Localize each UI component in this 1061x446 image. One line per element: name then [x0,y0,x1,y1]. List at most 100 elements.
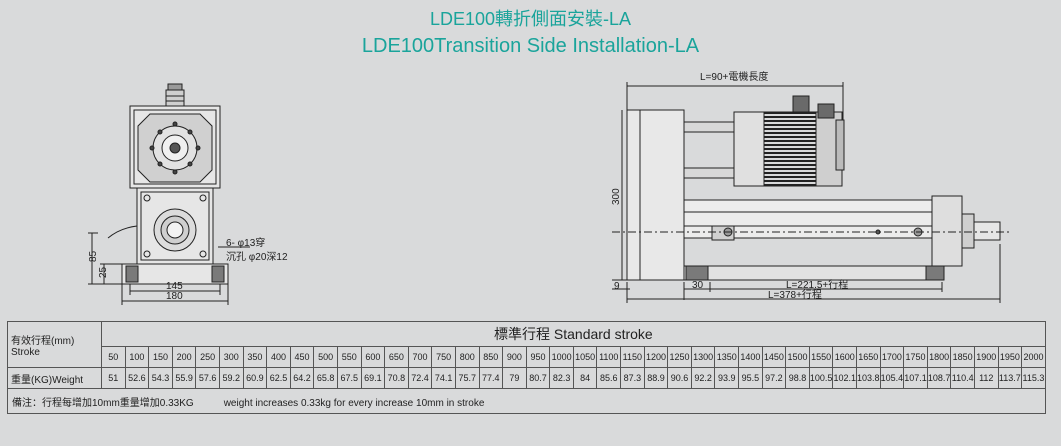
dim-85: 85 [88,250,99,262]
weight-cell: 77.4 [478,367,504,389]
stroke-cell: 800 [454,346,480,368]
weight-cell: 110.4 [950,367,975,389]
weight-cell: 52.6 [124,367,150,389]
weight-cell: 93.9 [714,367,740,389]
stroke-cell: 950 [525,346,551,368]
stroke-cell: 1000 [549,346,574,368]
stroke-cell: 1400 [738,346,763,368]
stroke-cell: 900 [502,346,527,368]
weight-cell: 70.8 [384,367,409,389]
table-header-row: 有效行程(mm) Stroke 標準行程 Standard stroke [7,321,1046,368]
note-cn: 備注：行程每增加10mm重量增加0.33KG [12,397,194,409]
stroke-cell: 750 [431,346,456,368]
weight-cell: 112 [973,367,999,389]
stroke-cell: 450 [289,346,315,368]
weight-cell: 67.5 [336,367,362,389]
dim-9: 9 [614,281,620,292]
dim-180: 180 [166,291,183,302]
stroke-cell: 650 [384,346,409,368]
stroke-cell: 700 [407,346,433,368]
weight-cell: 72.4 [407,367,433,389]
front-view [88,83,250,305]
weight-cell: 59.2 [218,367,244,389]
weight-cell: 60.9 [242,367,268,389]
dim-221: L=221.5+行程 [786,278,848,291]
stroke-cell: 850 [478,346,504,368]
weight-label: 重量(KG)Weight [7,367,102,389]
note-row: 備注：行程每增加10mm重量增加0.33KG weight increases 0… [7,388,1046,414]
weight-cell: 54.3 [148,367,173,389]
note-cell: 備注：行程每增加10mm重量增加0.33KG weight increases 0… [7,388,1046,414]
stroke-cell: 2000 [1021,346,1046,368]
stroke-cell: 1650 [856,346,881,368]
dim-30: 30 [692,280,704,291]
weight-cell: 105.4 [879,367,905,389]
stroke-cell: 150 [148,346,173,368]
title-chinese: LDE100轉折側面安裝-LA [429,9,632,29]
stroke-cell: 1250 [667,346,692,368]
stroke-cell: 1950 [997,346,1023,368]
stroke-cell: 50 [101,346,126,368]
weight-cell: 74.1 [431,367,456,389]
weight-cell: 108.7 [926,367,952,389]
weight-cell: 69.1 [360,367,386,389]
weight-cell: 97.2 [761,367,787,389]
stroke-cell: 1200 [643,346,669,368]
weight-cell: 103.8 [856,367,881,389]
weight-cell: 88.9 [643,367,669,389]
dim-25: 25 [98,266,109,278]
stroke-cell: 550 [336,346,362,368]
standard-stroke-header: 標準行程 Standard stroke [101,321,1046,347]
weight-cell: 100.5 [808,367,834,389]
weight-cell: 57.6 [195,367,220,389]
stroke-cell: 1450 [761,346,787,368]
stroke-cell: 1300 [690,346,716,368]
weight-cell: 92.2 [690,367,716,389]
weight-cell: 85.6 [596,367,622,389]
weight-cell: 90.6 [667,367,692,389]
stroke-cell: 1900 [973,346,999,368]
stroke-cell: 350 [242,346,268,368]
weight-cell: 113.7 [997,367,1023,389]
stroke-cell: 300 [218,346,244,368]
stroke-cell: 600 [360,346,386,368]
dim-300: 300 [611,188,622,205]
stroke-cell: 1850 [950,346,975,368]
dim-378: L=378+行程 [768,288,822,301]
weight-cell: 75.7 [454,367,480,389]
weight-cell: 79 [502,367,527,389]
weight-cell: 55.9 [171,367,197,389]
weight-cell: 102.1 [832,367,857,389]
stroke-cell: 1050 [572,346,598,368]
stroke-cell: 1500 [785,346,810,368]
weight-cell: 62.5 [266,367,291,389]
weight-cell: 64.2 [289,367,315,389]
weight-cell: 87.3 [620,367,645,389]
stroke-label-cell: 有效行程(mm) Stroke [7,321,102,368]
stroke-label-cn: 有效行程(mm) [11,335,75,347]
technical-drawing: 6- φ13穿 沉孔 φ20深12 85 25 145 180 [88,70,1010,305]
side-view [612,82,1010,303]
stroke-label-en: Stroke [11,346,40,358]
stroke-cell: 400 [266,346,291,368]
weight-cell: 82.3 [549,367,574,389]
stroke-cell: 100 [124,346,150,368]
hole-note-through: 6- φ13穿 [226,236,265,249]
weight-cell: 80.7 [525,367,551,389]
stroke-cell: 1350 [714,346,740,368]
weight-cell: 51 [101,367,126,389]
hole-note-counterbore: 沉孔 φ20深12 [226,250,288,263]
note-en: weight increases 0.33kg for every increa… [223,397,485,409]
weight-cell: 107.1 [903,367,928,389]
stroke-cell: 1150 [620,346,645,368]
weight-cell: 65.8 [313,367,338,389]
stroke-cell: 1100 [596,346,622,368]
dim-145: 145 [166,281,183,292]
stroke-cell: 1600 [832,346,857,368]
stroke-cell: 1550 [808,346,834,368]
stroke-cell: 500 [313,346,338,368]
weight-cell: 115.3 [1021,367,1046,389]
